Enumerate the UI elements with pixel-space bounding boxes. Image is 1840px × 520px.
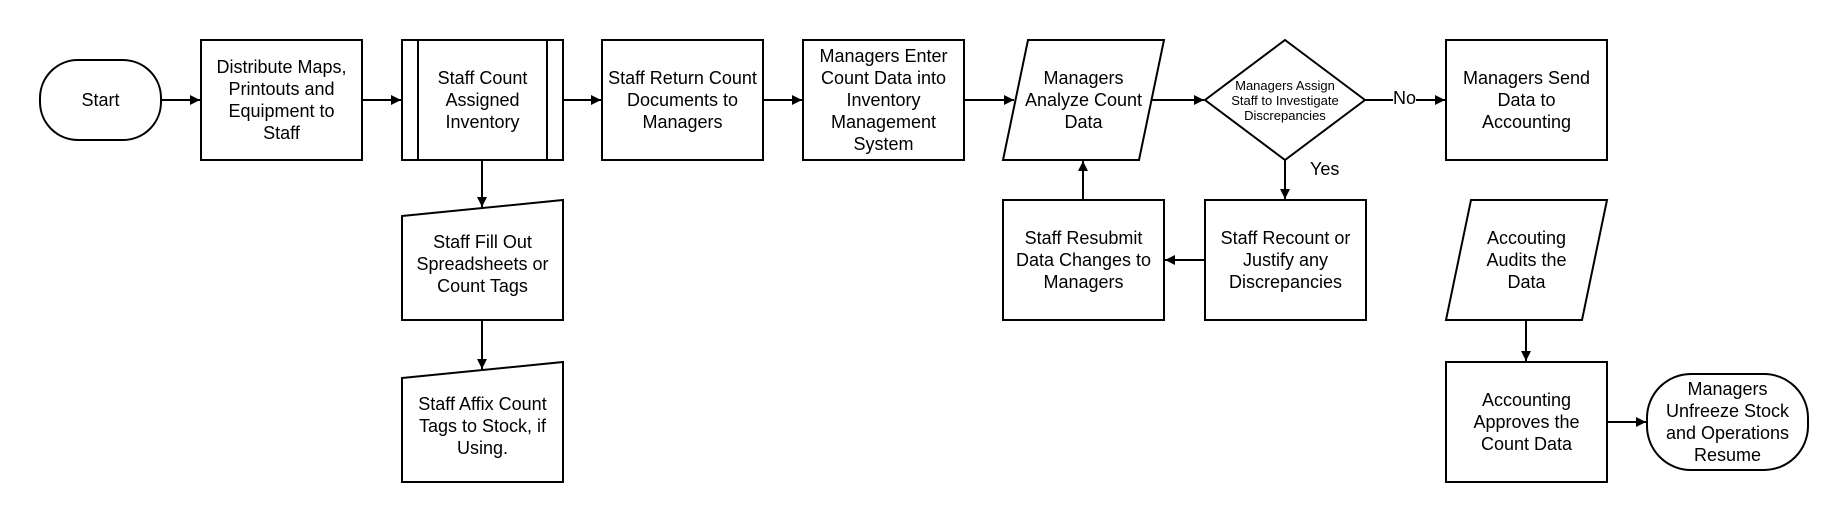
analyze-label: Managers Analyze Count Data xyxy=(1024,68,1143,132)
return-process xyxy=(601,39,764,161)
audit-data-shape xyxy=(1444,199,1609,321)
return-label: Staff Return Count Documents to Managers xyxy=(608,68,757,132)
edge-label-yes: Yes xyxy=(1310,159,1340,179)
send-process xyxy=(1445,39,1608,161)
affix-label: Staff Affix Count Tags to Stock, if Usin… xyxy=(418,394,547,458)
edge-label-no: No xyxy=(1393,88,1417,108)
start-label: Start xyxy=(81,90,120,110)
enter-label: Managers Enter Count Data into Inventory… xyxy=(819,46,948,154)
fill-out-manual-input xyxy=(401,198,564,321)
recount-label: Staff Recount or Justify any Discrepanci… xyxy=(1220,228,1351,292)
enter-process xyxy=(802,39,965,161)
analyze-data-shape xyxy=(1001,39,1166,161)
resubmit-process xyxy=(1002,199,1165,321)
fill-out-label: Staff Fill Out Spreadsheets or Count Tag… xyxy=(416,232,549,296)
unfreeze-label: Managers Unfreeze Stock and Operations R… xyxy=(1665,379,1790,465)
count-predefined-process xyxy=(401,39,564,161)
unfreeze-terminator xyxy=(1646,373,1809,471)
decision-label: Managers Assign Staff to Investigate Dis… xyxy=(1231,77,1339,123)
distribute-process xyxy=(200,39,363,161)
resubmit-label: Staff Resubmit Data Changes to Managers xyxy=(1015,228,1152,292)
distribute-label: Distribute Maps, Printouts and Equipment… xyxy=(216,57,347,143)
audit-label: Accouting Audits the Data xyxy=(1486,228,1567,292)
send-label: Managers Send Data to Accounting xyxy=(1462,68,1591,132)
recount-process xyxy=(1204,199,1367,321)
approve-process xyxy=(1445,361,1608,483)
affix-manual-input xyxy=(401,360,564,483)
approve-label: Accounting Approves the Count Data xyxy=(1473,390,1580,454)
count-label: Staff Count Assigned Inventory xyxy=(437,68,528,132)
